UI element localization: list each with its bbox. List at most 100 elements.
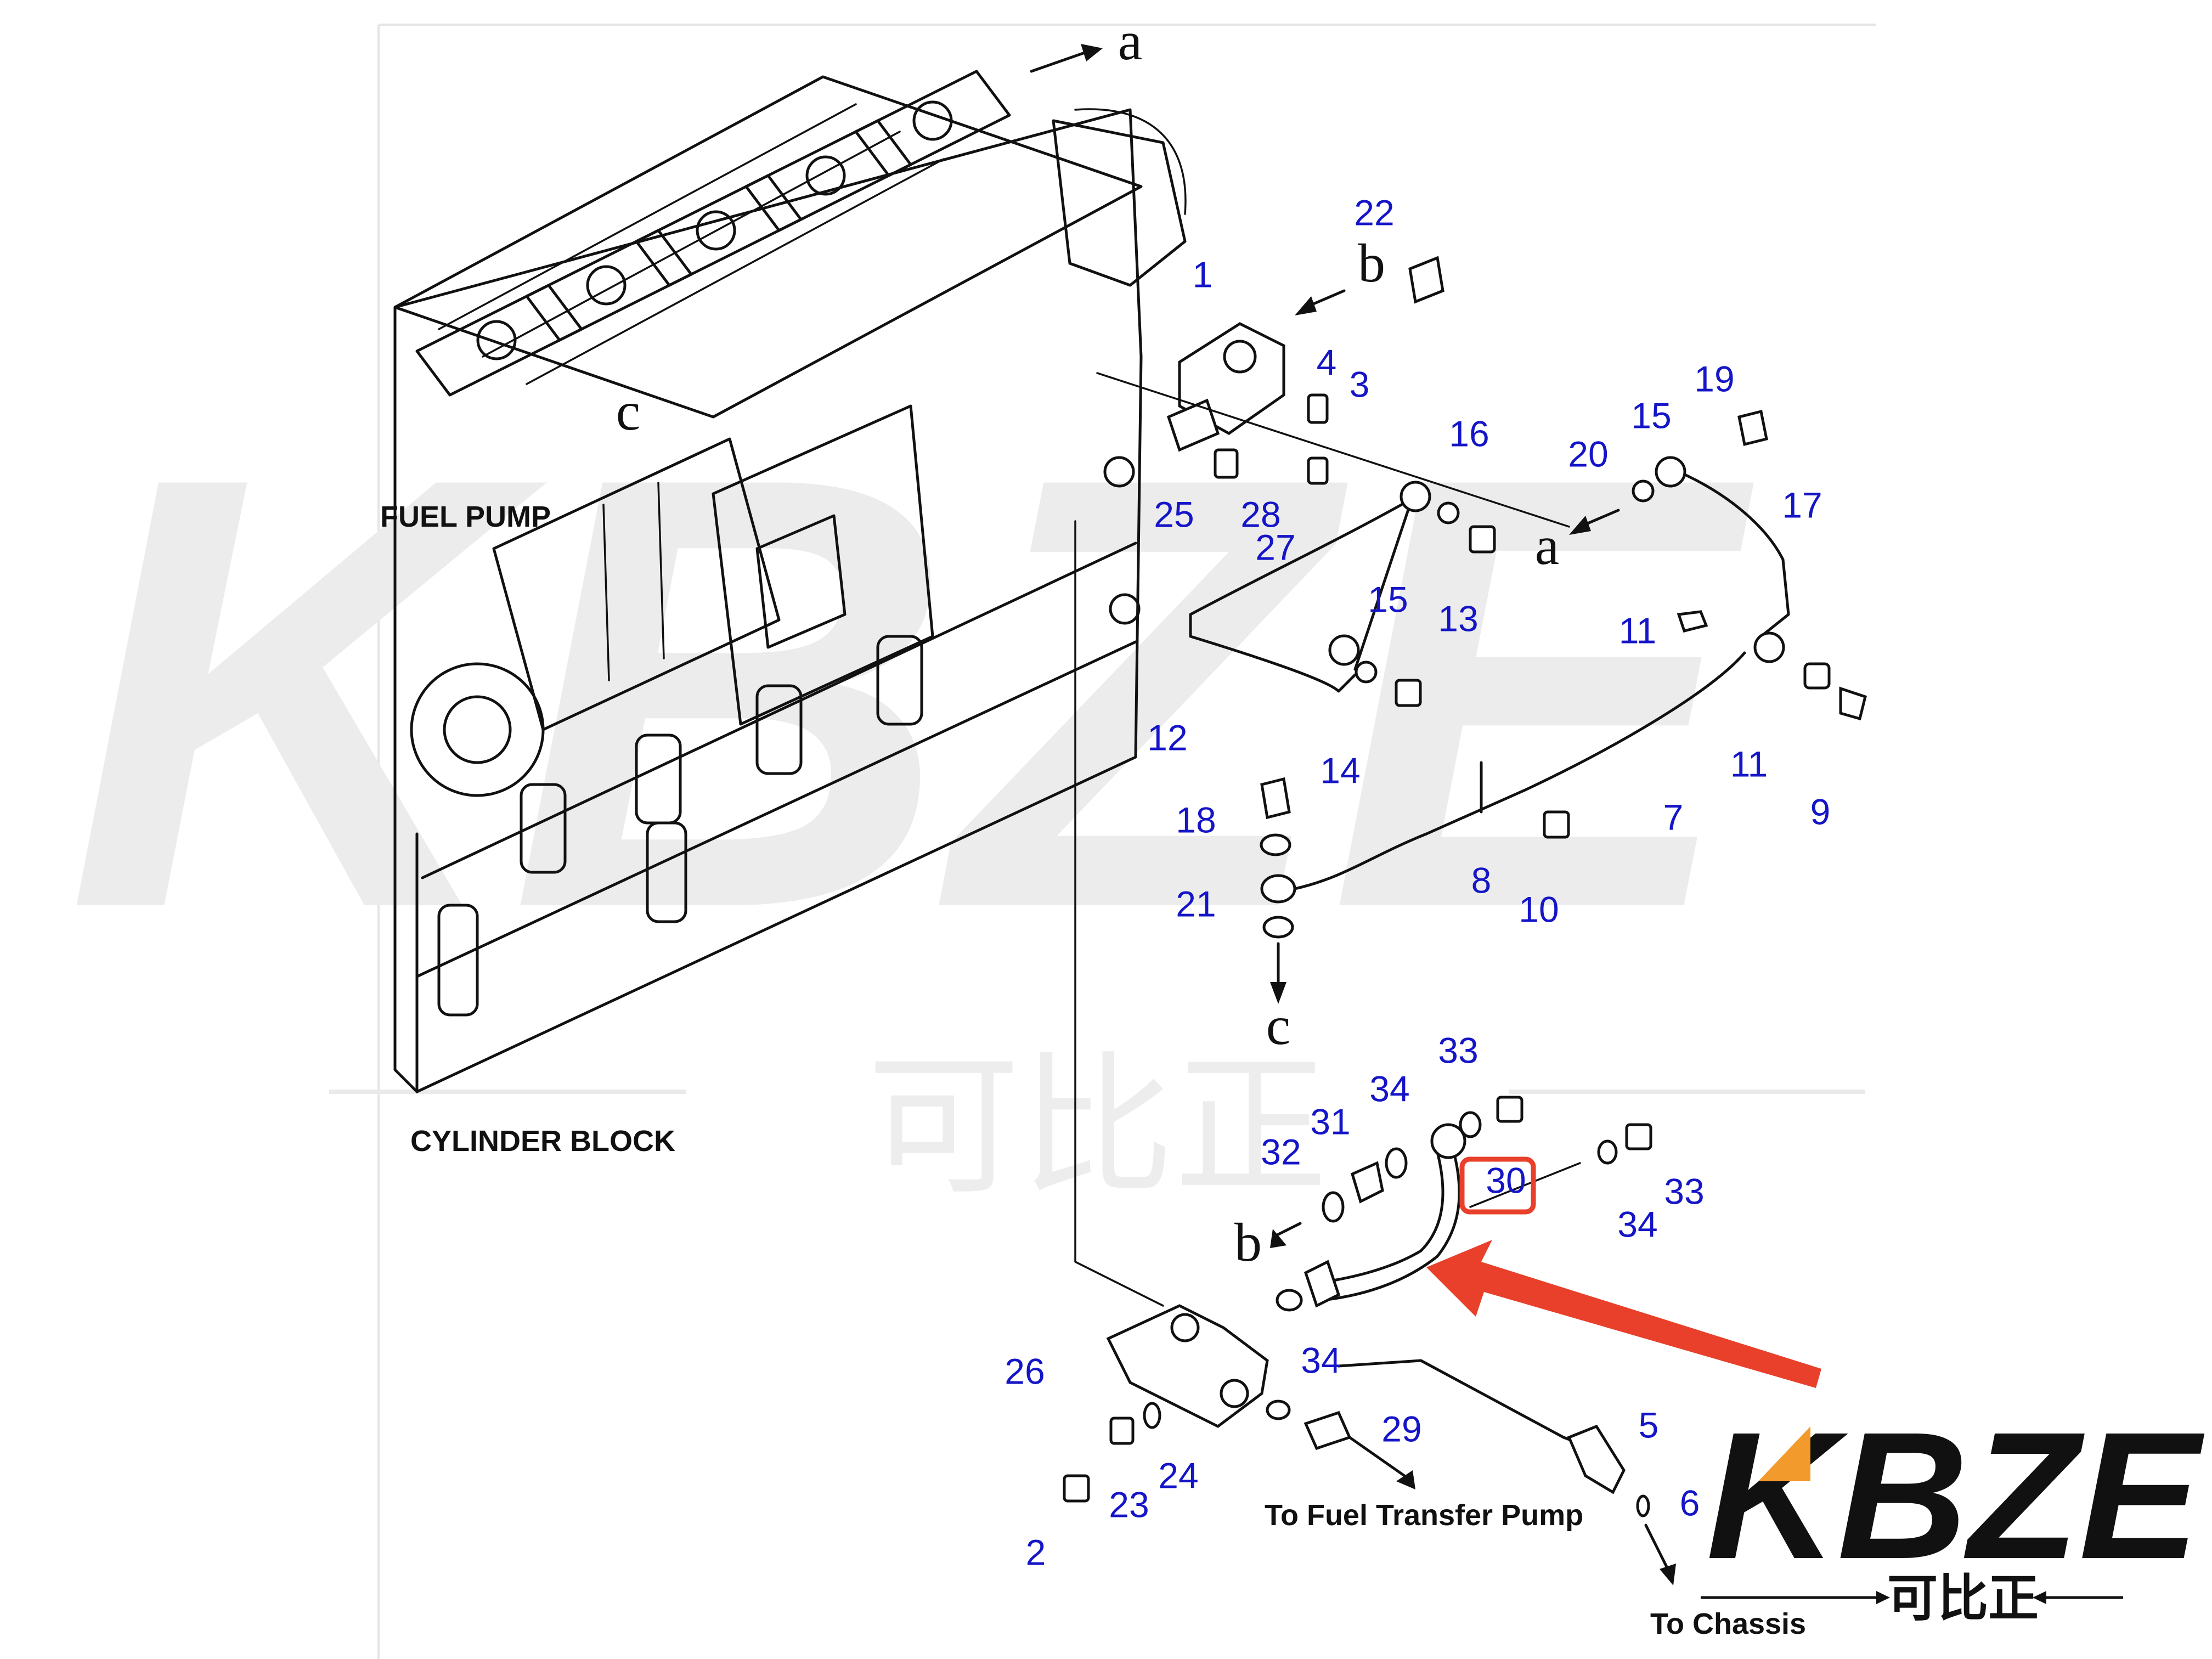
connector-29 bbox=[1304, 1410, 1352, 1451]
part-number-15-a: 15 bbox=[1368, 579, 1408, 619]
ref-letter-a-top: a bbox=[1118, 10, 1142, 71]
part-number-9: 9 bbox=[1810, 791, 1831, 832]
head-lines bbox=[438, 103, 945, 385]
ref-letter-b-top: b bbox=[1358, 233, 1385, 294]
pipe-7 bbox=[1282, 651, 1746, 896]
part-number-callouts: 1 2 3 4 5 6 7 8 9 10 11 11 12 13 14 15 1… bbox=[1005, 192, 1830, 1572]
logo-chinese-text: 可比正 bbox=[1887, 1569, 2039, 1628]
part-number-27: 27 bbox=[1255, 527, 1295, 567]
oring-6 bbox=[1636, 1494, 1650, 1517]
reference-letters: a b c a c b bbox=[616, 10, 1559, 1273]
nut-11-b bbox=[1677, 610, 1708, 633]
watermark-brand-text: KBZE bbox=[66, 349, 1760, 1036]
washer-34-b bbox=[1459, 1111, 1482, 1138]
part-number-4: 4 bbox=[1317, 342, 1337, 382]
bolt-33-a bbox=[1496, 1096, 1523, 1123]
engine-cylinder-block-drawing bbox=[393, 70, 1187, 1093]
rear-housing bbox=[1052, 119, 1187, 287]
oring-24 bbox=[1143, 1402, 1161, 1429]
pipe-12 bbox=[1189, 492, 1423, 693]
part-number-25: 25 bbox=[1154, 494, 1194, 534]
block-outline bbox=[393, 108, 1143, 1093]
part-number-21: 21 bbox=[1176, 883, 1216, 924]
part-number-32: 32 bbox=[1261, 1131, 1301, 1172]
caption-to-chassis: To Chassis bbox=[1650, 1607, 1806, 1640]
elbow-5 bbox=[1567, 1424, 1626, 1494]
harness bbox=[1074, 108, 1187, 215]
captions: FUEL PUMP CYLINDER BLOCK To Fuel Transfe… bbox=[380, 500, 1806, 1640]
plug-19 bbox=[1737, 409, 1768, 447]
pipe-17 bbox=[1677, 470, 1790, 638]
bolt-28 bbox=[1307, 456, 1329, 485]
bolt-33-b bbox=[1625, 1123, 1652, 1150]
watermark-chinese-text: 可比正 bbox=[867, 1037, 1328, 1216]
part-number-26: 26 bbox=[1005, 1351, 1045, 1391]
part-30-highlight bbox=[1426, 1156, 1821, 1388]
bolt-13 bbox=[1469, 525, 1496, 554]
kbze-logo: KBZE 可比正 bbox=[1701, 1394, 2207, 1628]
highlight-box bbox=[1459, 1156, 1536, 1215]
part-number-34-a: 34 bbox=[1369, 1068, 1409, 1109]
part-number-13: 13 bbox=[1438, 598, 1478, 639]
part-number-14: 14 bbox=[1320, 750, 1360, 791]
logo-brand-text: KBZE bbox=[1706, 1394, 2207, 1596]
leader-30 bbox=[1469, 1162, 1581, 1208]
leader-line-lower bbox=[1074, 520, 1164, 1307]
part-number-23: 23 bbox=[1109, 1484, 1149, 1525]
part-number-3: 3 bbox=[1350, 364, 1370, 404]
logo-accent-shape bbox=[1758, 1426, 1810, 1481]
valve-covers bbox=[415, 70, 1011, 397]
fuel-pump-body bbox=[410, 404, 934, 797]
leader-a-upper bbox=[1096, 372, 1570, 528]
pipe-30 bbox=[1310, 1150, 1444, 1285]
pipe-to-chassis bbox=[1337, 1359, 1609, 1455]
bolt-3 bbox=[1307, 393, 1329, 424]
head-top bbox=[393, 75, 1143, 419]
part-number-34-b: 34 bbox=[1617, 1204, 1657, 1244]
caption-fuel-pump: FUEL PUMP bbox=[380, 500, 551, 533]
part-number-34-c: 34 bbox=[1301, 1340, 1341, 1380]
part-number-31: 31 bbox=[1310, 1101, 1350, 1142]
part-number-16: 16 bbox=[1449, 413, 1489, 454]
caption-to-fuel-transfer-pump: To Fuel Transfer Pump bbox=[1265, 1499, 1583, 1532]
bolt-25 bbox=[1214, 448, 1239, 479]
part-number-5: 5 bbox=[1639, 1404, 1659, 1445]
part-number-7: 7 bbox=[1663, 797, 1684, 837]
ref-letter-c-mid: c bbox=[1266, 995, 1290, 1056]
part-number-29: 29 bbox=[1381, 1408, 1421, 1449]
block-ribs bbox=[415, 541, 1137, 1093]
part-number-30: 30 bbox=[1486, 1160, 1526, 1200]
bolt-14 bbox=[1395, 679, 1422, 707]
ref-letter-a-mid: a bbox=[1535, 515, 1559, 576]
connector-31 bbox=[1350, 1161, 1384, 1204]
highlight-arrow bbox=[1426, 1240, 1821, 1388]
banjo-21 bbox=[1260, 874, 1296, 904]
block-bosses bbox=[437, 456, 1141, 1017]
part-number-19: 19 bbox=[1694, 358, 1734, 399]
part-number-33-a: 33 bbox=[1438, 1030, 1478, 1070]
part-number-20: 20 bbox=[1568, 433, 1608, 474]
oring-32 bbox=[1322, 1191, 1345, 1223]
plug-22 bbox=[1408, 256, 1444, 304]
washer-21-b bbox=[1262, 916, 1294, 939]
part-number-33-b: 33 bbox=[1664, 1171, 1704, 1211]
part-9 bbox=[1839, 686, 1867, 721]
part-number-6: 6 bbox=[1680, 1482, 1700, 1523]
part-number-11-b: 11 bbox=[1730, 743, 1768, 784]
ref-letter-c-top: c bbox=[616, 381, 640, 442]
part-number-18: 18 bbox=[1176, 799, 1216, 840]
background-watermark: KBZE 可比正 bbox=[66, 349, 1865, 1216]
part-number-28: 28 bbox=[1240, 494, 1280, 534]
ref-letter-b-bottom: b bbox=[1234, 1212, 1262, 1273]
washer-34-e bbox=[1597, 1139, 1618, 1165]
nut-23 bbox=[1109, 1417, 1135, 1445]
washer-21-a bbox=[1260, 833, 1291, 856]
part-number-17: 17 bbox=[1782, 484, 1822, 525]
bolt-18 bbox=[1260, 777, 1291, 820]
washer-34-d bbox=[1266, 1400, 1291, 1420]
part-number-24: 24 bbox=[1158, 1455, 1198, 1496]
caption-cylinder-block: CYLINDER BLOCK bbox=[410, 1125, 675, 1158]
part-number-8: 8 bbox=[1471, 860, 1492, 900]
part-number-12: 12 bbox=[1147, 717, 1187, 758]
